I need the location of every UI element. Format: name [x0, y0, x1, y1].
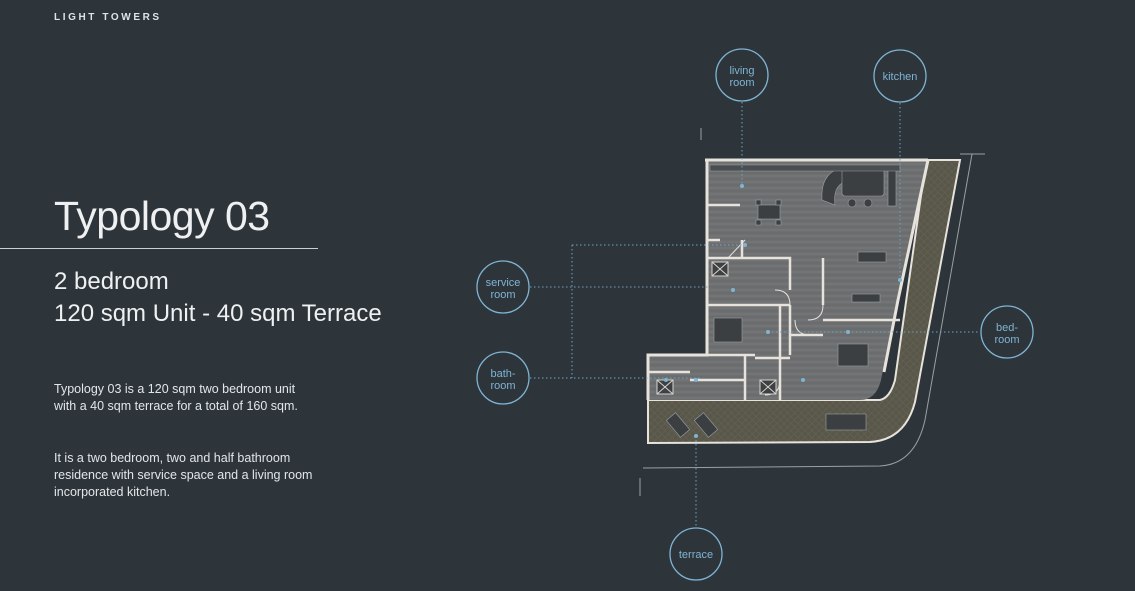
site-outline [639, 128, 985, 496]
svg-text:room: room [729, 77, 754, 89]
page-title: Typology 03 [54, 193, 270, 239]
callout-dots [664, 184, 902, 438]
service-room-callout: service room [476, 260, 530, 314]
area-summary: 120 sqm Unit - 40 sqm Terrace [54, 300, 382, 327]
kitchen-counter [709, 164, 901, 172]
callout-lines [530, 102, 980, 527]
svg-text:room: room [490, 289, 515, 301]
svg-text:living: living [729, 65, 754, 77]
svg-text:room: room [994, 334, 1019, 346]
terrace-area [647, 159, 962, 445]
brand-logo: LIGHT TOWERS [54, 12, 162, 23]
svg-text:room: room [490, 380, 515, 392]
svg-text:kitchen: kitchen [883, 71, 918, 83]
svg-text:bed-: bed- [996, 322, 1018, 334]
living-room-callout: living room [715, 48, 769, 102]
terrace-furniture [665, 412, 867, 438]
service-fixtures [656, 261, 777, 395]
svg-text:terrace: terrace [679, 549, 713, 561]
description-paragraph-2: It is a two bedroom, two and half bathro… [54, 451, 313, 499]
kitchen-callout: kitchen [873, 49, 927, 103]
bathroom-callout: bath- room [476, 351, 530, 405]
terrace-callout: terrace [669, 527, 723, 581]
title-divider [0, 248, 318, 249]
svg-text:service: service [486, 277, 521, 289]
walls [646, 158, 930, 400]
description-paragraph-1: Typology 03 is a 120 sqm two bedroom uni… [54, 382, 298, 413]
bedroom-callout: bed- room [980, 305, 1034, 359]
living-furniture [713, 166, 897, 367]
bedroom-count: 2 bedroom [54, 268, 169, 295]
svg-text:bath-: bath- [490, 368, 515, 380]
